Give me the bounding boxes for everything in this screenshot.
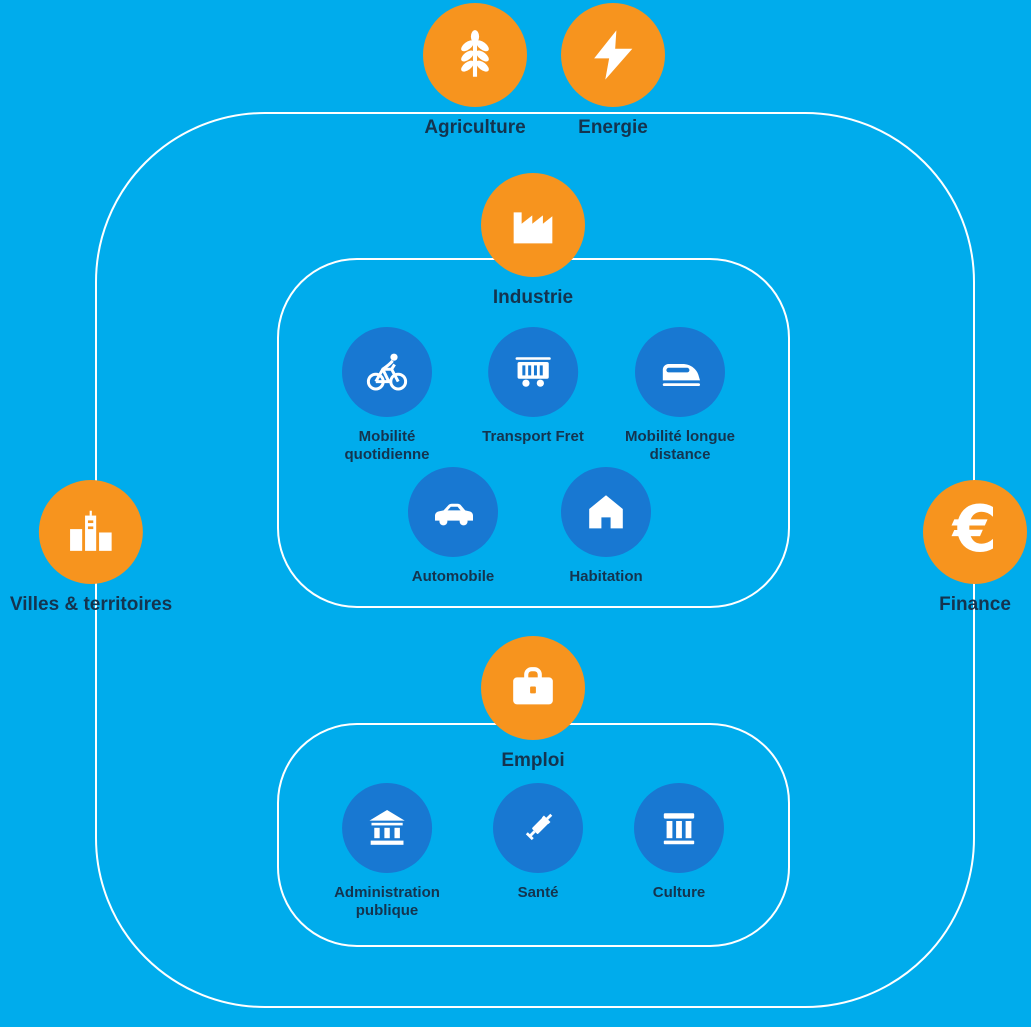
- node-transport-fret: Transport Fret: [482, 327, 584, 446]
- node-energie: Energie: [561, 3, 665, 139]
- automobile-label: Automobile: [411, 568, 495, 585]
- node-agriculture: Agriculture: [423, 3, 527, 139]
- house-icon: [589, 495, 623, 529]
- briefcase-icon: [513, 667, 553, 705]
- wheat-icon: [461, 30, 489, 77]
- bank-icon: [369, 810, 405, 845]
- city-buildings-icon: [70, 510, 112, 551]
- transport-fret-label: Transport Fret: [482, 428, 584, 445]
- administration-publique-circle: [342, 783, 432, 873]
- finance-circle: €: [923, 480, 1027, 584]
- culture-circle: [634, 783, 724, 873]
- energie-label: Energie: [578, 117, 648, 138]
- transport-fret-circle: [488, 327, 578, 417]
- euro-icon: €: [952, 493, 998, 567]
- mobilite-longue-distance-circle: [635, 327, 725, 417]
- emploi-circle: [481, 636, 585, 740]
- industrie-circle: [481, 173, 585, 277]
- energie-circle: [561, 3, 665, 107]
- finance-label: Finance: [939, 594, 1011, 615]
- node-habitation: Habitation: [561, 467, 651, 586]
- sante-circle: [493, 783, 583, 873]
- villes-territoires-label: Villes & territoires: [9, 594, 173, 615]
- habitation-label: Habitation: [569, 568, 643, 585]
- villes-territoires-circle: [39, 480, 143, 584]
- node-industrie: Industrie: [481, 173, 585, 309]
- automobile-circle: [408, 467, 498, 557]
- mobilite-longue-distance-label: Mobilité longue distance: [625, 428, 735, 463]
- mobilite-quotidienne-label: Mobilité quotidienne: [344, 428, 430, 463]
- bicycle-icon: [366, 353, 408, 391]
- habitation-circle: [561, 467, 651, 557]
- emploi-label: Emploi: [501, 750, 565, 771]
- mobilite-quotidienne-circle: [342, 327, 432, 417]
- agriculture-label: Agriculture: [424, 117, 526, 138]
- culture-label: Culture: [652, 884, 706, 901]
- train-icon: [662, 364, 700, 386]
- car-icon: [435, 503, 473, 526]
- industrie-label: Industrie: [492, 287, 574, 308]
- node-finance: € Finance: [923, 480, 1027, 616]
- node-emploi: Emploi: [481, 636, 585, 772]
- factory-icon: [513, 212, 553, 244]
- node-automobile: Automobile: [408, 467, 498, 586]
- columns-icon: [663, 813, 695, 845]
- freight-wagon-icon: [515, 357, 551, 387]
- node-villes-territoires: Villes & territoires: [10, 480, 172, 616]
- node-culture: Culture: [634, 783, 724, 902]
- sante-label: Santé: [517, 884, 559, 901]
- node-mobilite-longue-distance: Mobilité longue distance: [625, 327, 735, 463]
- syringe-icon: [525, 813, 553, 841]
- node-sante: Santé: [493, 783, 583, 902]
- administration-publique-label: Administration publique: [334, 884, 440, 919]
- node-mobilite-quotidienne: Mobilité quotidienne: [342, 327, 432, 463]
- agriculture-circle: [423, 3, 527, 107]
- lightning-bolt-icon: [594, 30, 633, 80]
- node-administration-publique: Administration publique: [334, 783, 440, 919]
